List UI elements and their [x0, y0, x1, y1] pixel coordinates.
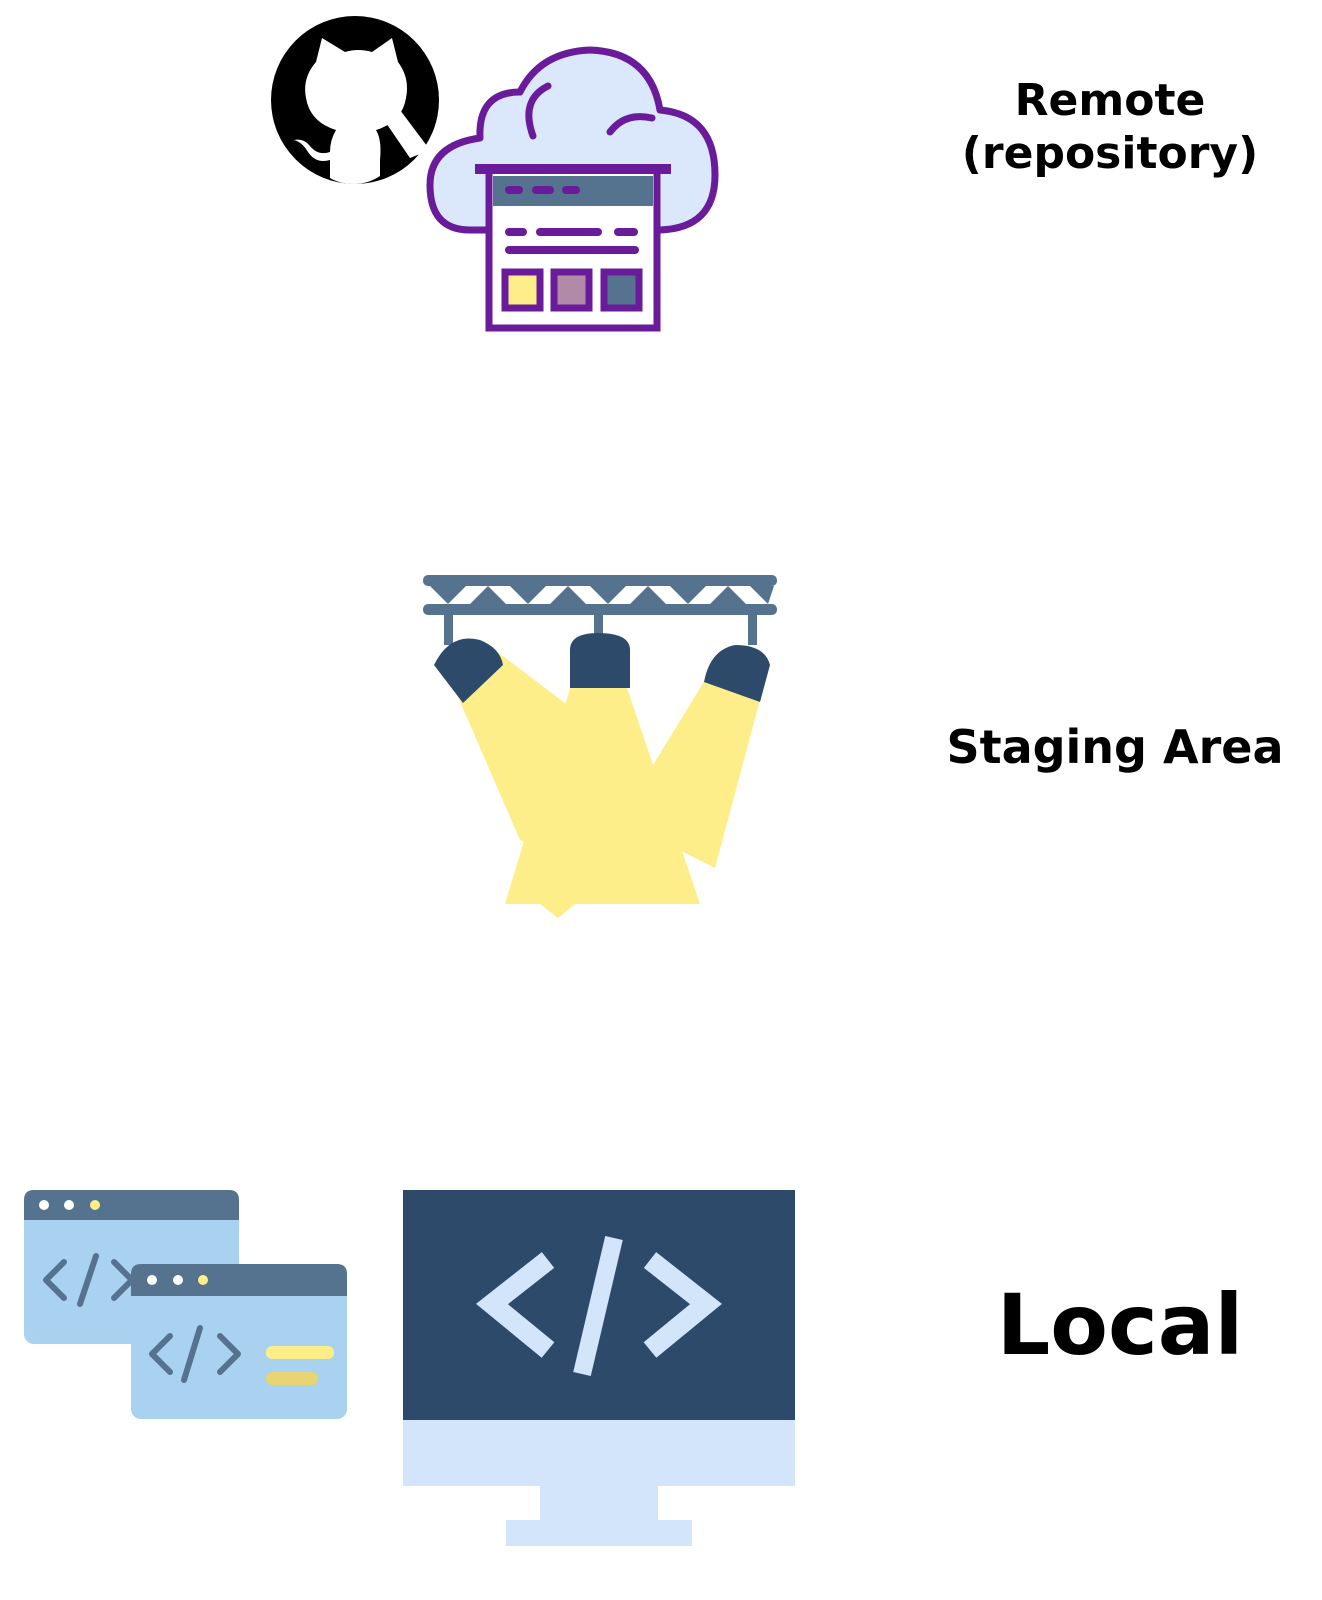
- remote-label-line1: Remote: [1014, 75, 1206, 126]
- local-label: Local: [996, 1276, 1244, 1374]
- remote-label: Remote (repository): [920, 75, 1300, 181]
- remote-label-line2: (repository): [961, 127, 1259, 179]
- staging-label: Staging Area: [946, 720, 1284, 774]
